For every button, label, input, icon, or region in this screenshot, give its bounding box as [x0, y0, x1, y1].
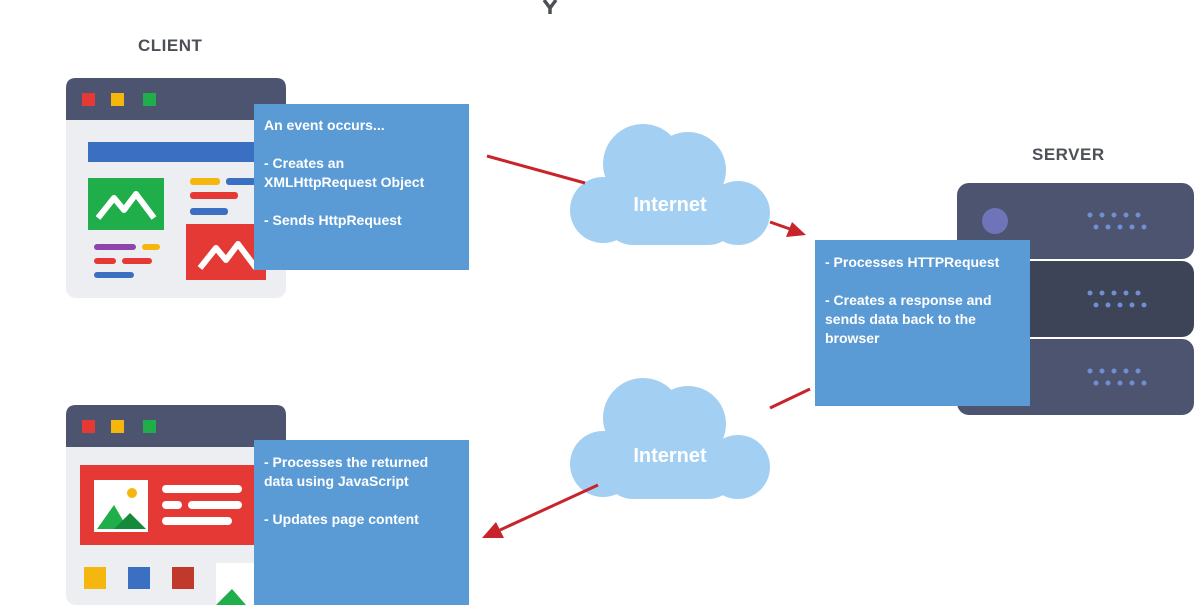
- arrow-request-segment-1: [486, 154, 586, 185]
- client-response-line-2: - Updates page content: [264, 511, 419, 527]
- title-fragment: [542, 0, 558, 14]
- server-line-1: - Processes HTTPRequest: [825, 254, 1000, 270]
- client-request-line-2: - Creates an XMLHttpRequest Object: [264, 155, 425, 190]
- client-heading: CLIENT: [138, 36, 203, 55]
- client-request-line-3: - Sends HttpRequest: [264, 212, 402, 228]
- client-browser-window-bottom: [66, 405, 286, 605]
- arrow-request-segment-2: [769, 220, 791, 231]
- client-request-info-box: An event occurs... - Creates an XMLHttpR…: [254, 104, 469, 270]
- server-details: [982, 208, 1147, 386]
- cloud-icon-bottom: [570, 378, 770, 499]
- server-info-box: - Processes HTTPRequest - Creates a resp…: [815, 240, 1030, 406]
- arrow-request-head: [786, 222, 806, 237]
- client-response-info-box: - Processes the returned data using Java…: [254, 440, 469, 605]
- cloud-label-bottom: Internet: [633, 445, 707, 467]
- client-response-line-1: - Processes the returned data using Java…: [264, 454, 429, 489]
- arrow-response-head: [482, 522, 504, 538]
- arrow-response-segment-2: [499, 483, 599, 532]
- cloud-label-top: Internet: [633, 194, 707, 216]
- server-heading: SERVER: [1032, 145, 1105, 164]
- server-line-2: - Creates a response and sends data back…: [825, 292, 992, 346]
- arrow-response-segment-1: [769, 387, 811, 410]
- cloud-icon-top: [570, 124, 770, 245]
- client-request-line-1: An event occurs...: [264, 117, 385, 133]
- client-browser-window-top: [66, 78, 286, 298]
